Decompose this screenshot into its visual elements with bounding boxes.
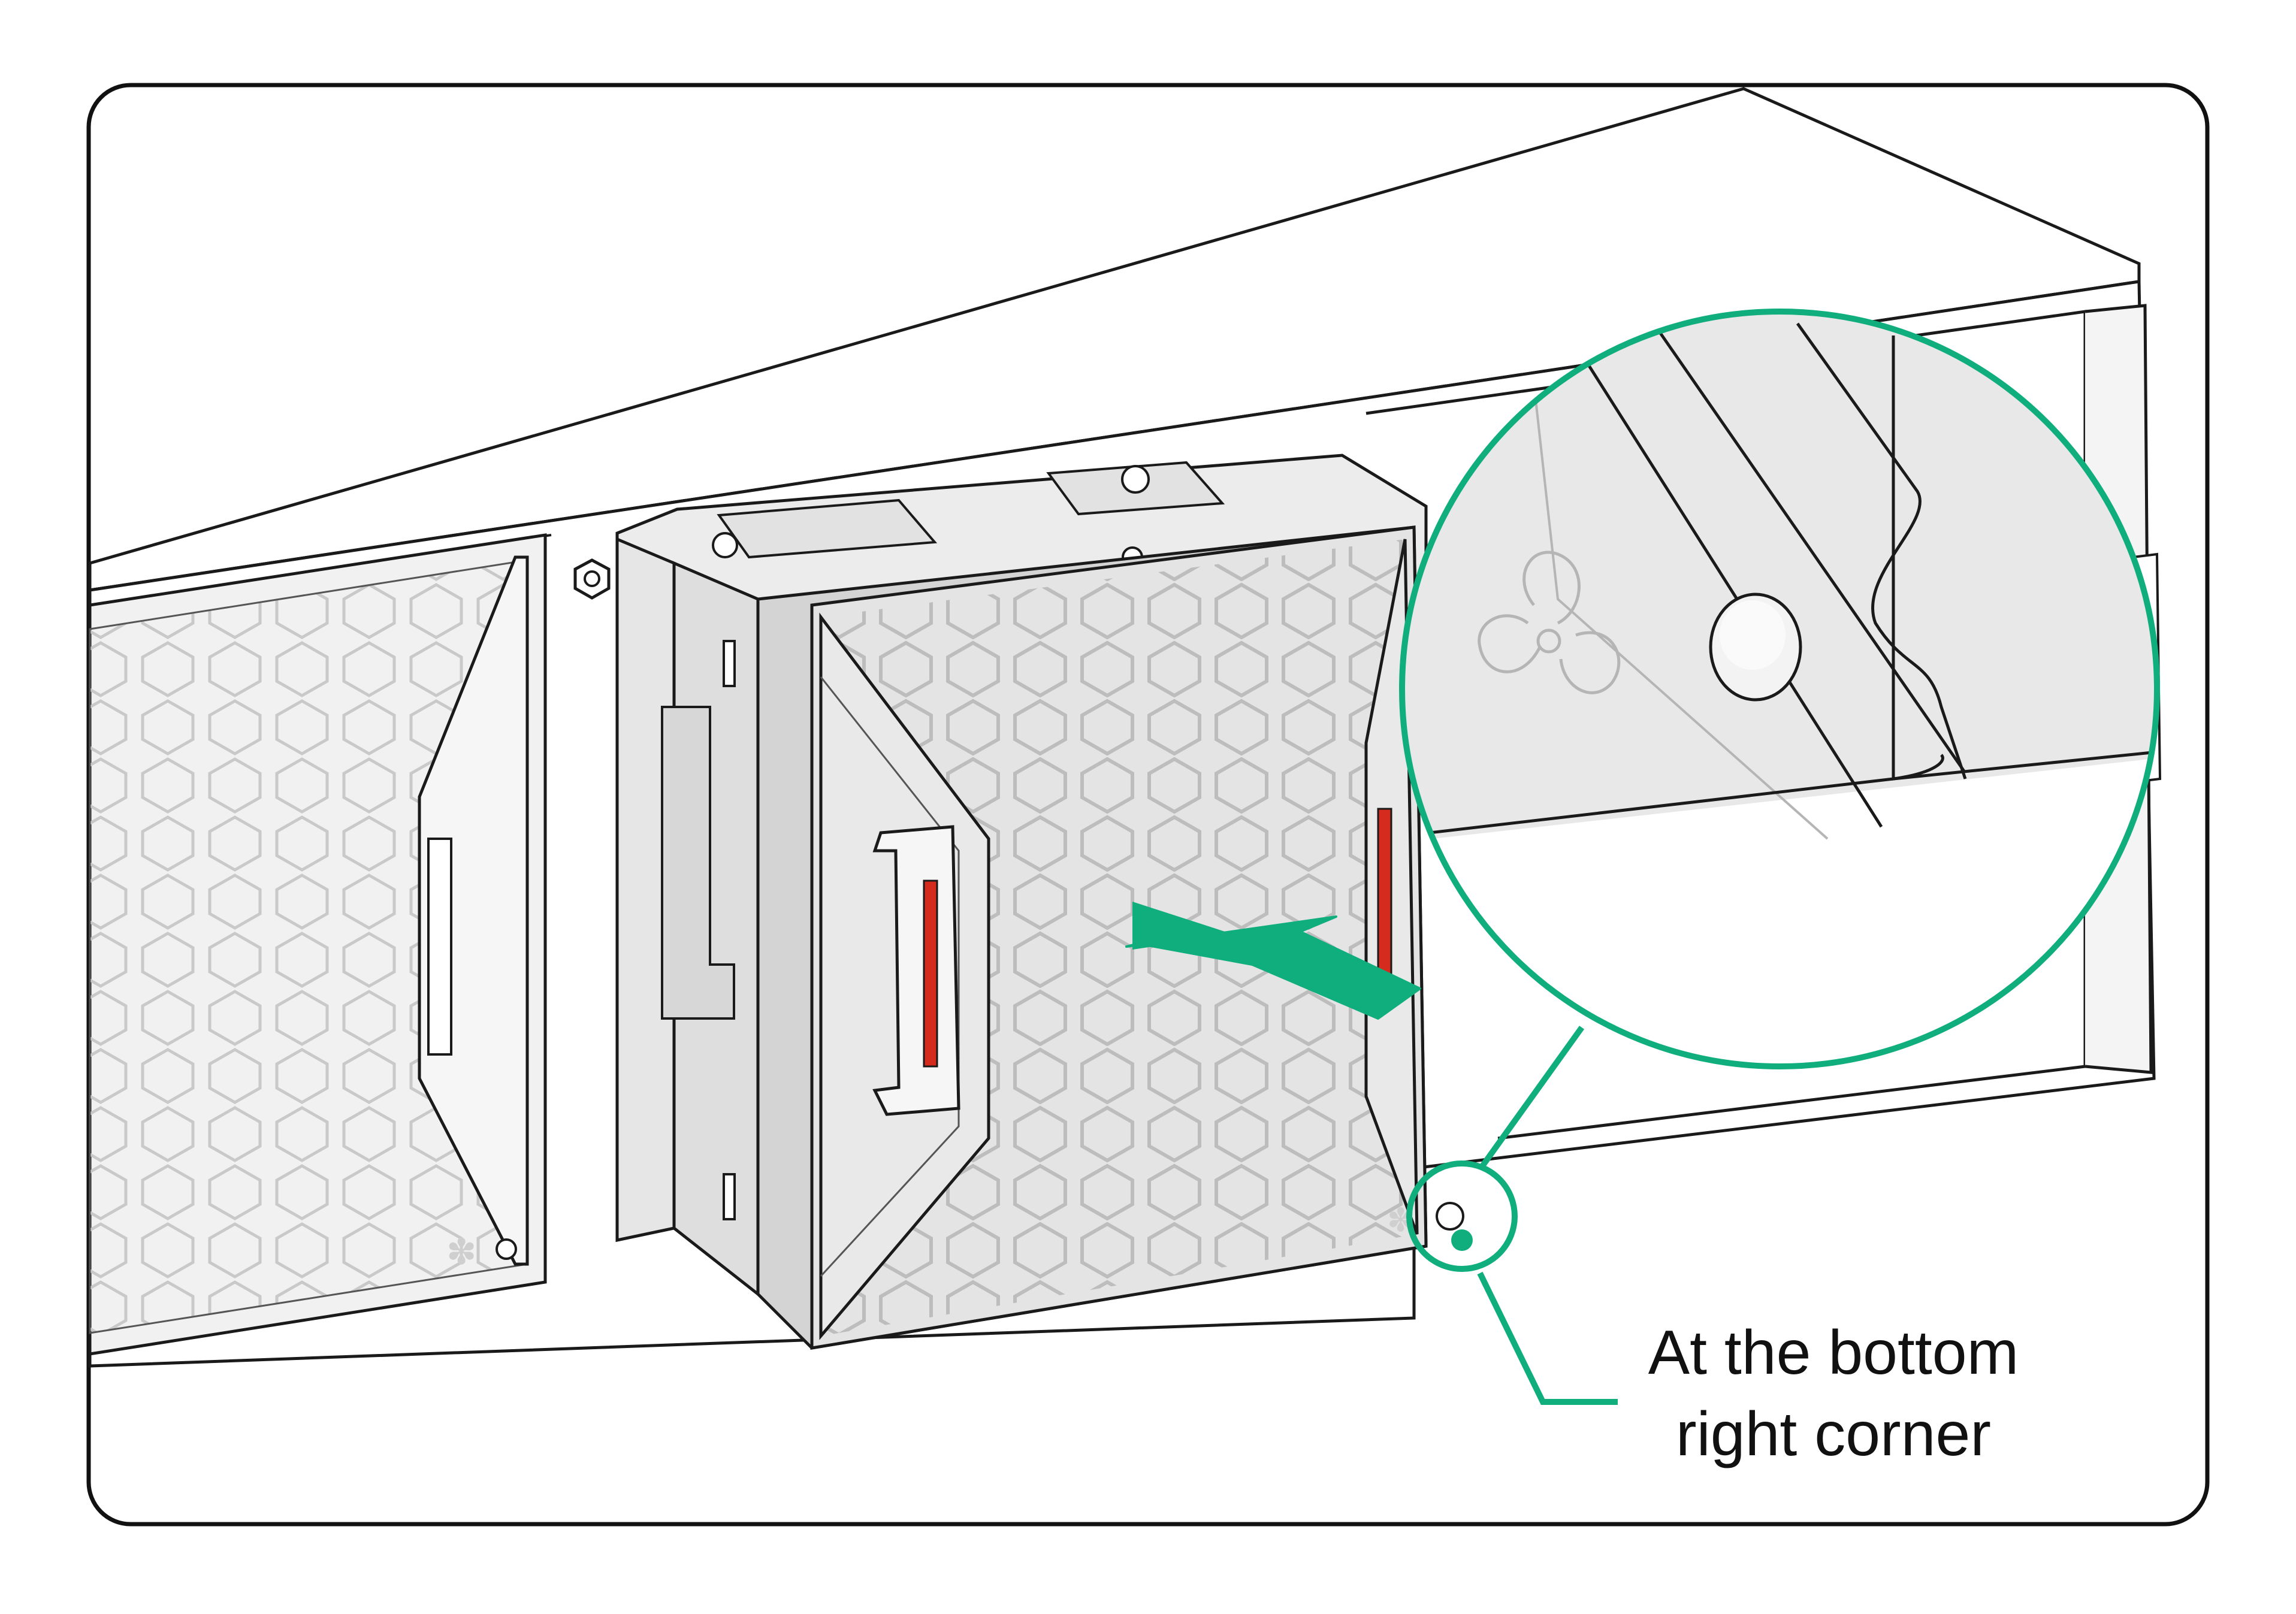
callout-label: At the bottom right corner <box>1534 1312 2133 1475</box>
fan-icon: ✽ <box>446 1231 476 1273</box>
chassis-top <box>88 87 2141 592</box>
callout-leader <box>1477 1271 1618 1405</box>
right-handle-red-mark <box>1377 808 1392 984</box>
corner-marker <box>1406 1160 1518 1272</box>
zoom-detail <box>1399 309 2160 1069</box>
arrow-left-icon <box>1125 915 1421 1020</box>
fan-module-front: ✽ <box>756 525 1464 1350</box>
fan-module-housing <box>615 454 1428 1298</box>
fan-icon-large <box>1478 551 1621 694</box>
left-handle-red-mark <box>923 879 938 1068</box>
left-fan-module: ✽ <box>88 533 547 1356</box>
callout-line-1: At the bottom <box>1648 1318 2019 1388</box>
callout-line-2: right corner <box>1676 1400 1991 1469</box>
